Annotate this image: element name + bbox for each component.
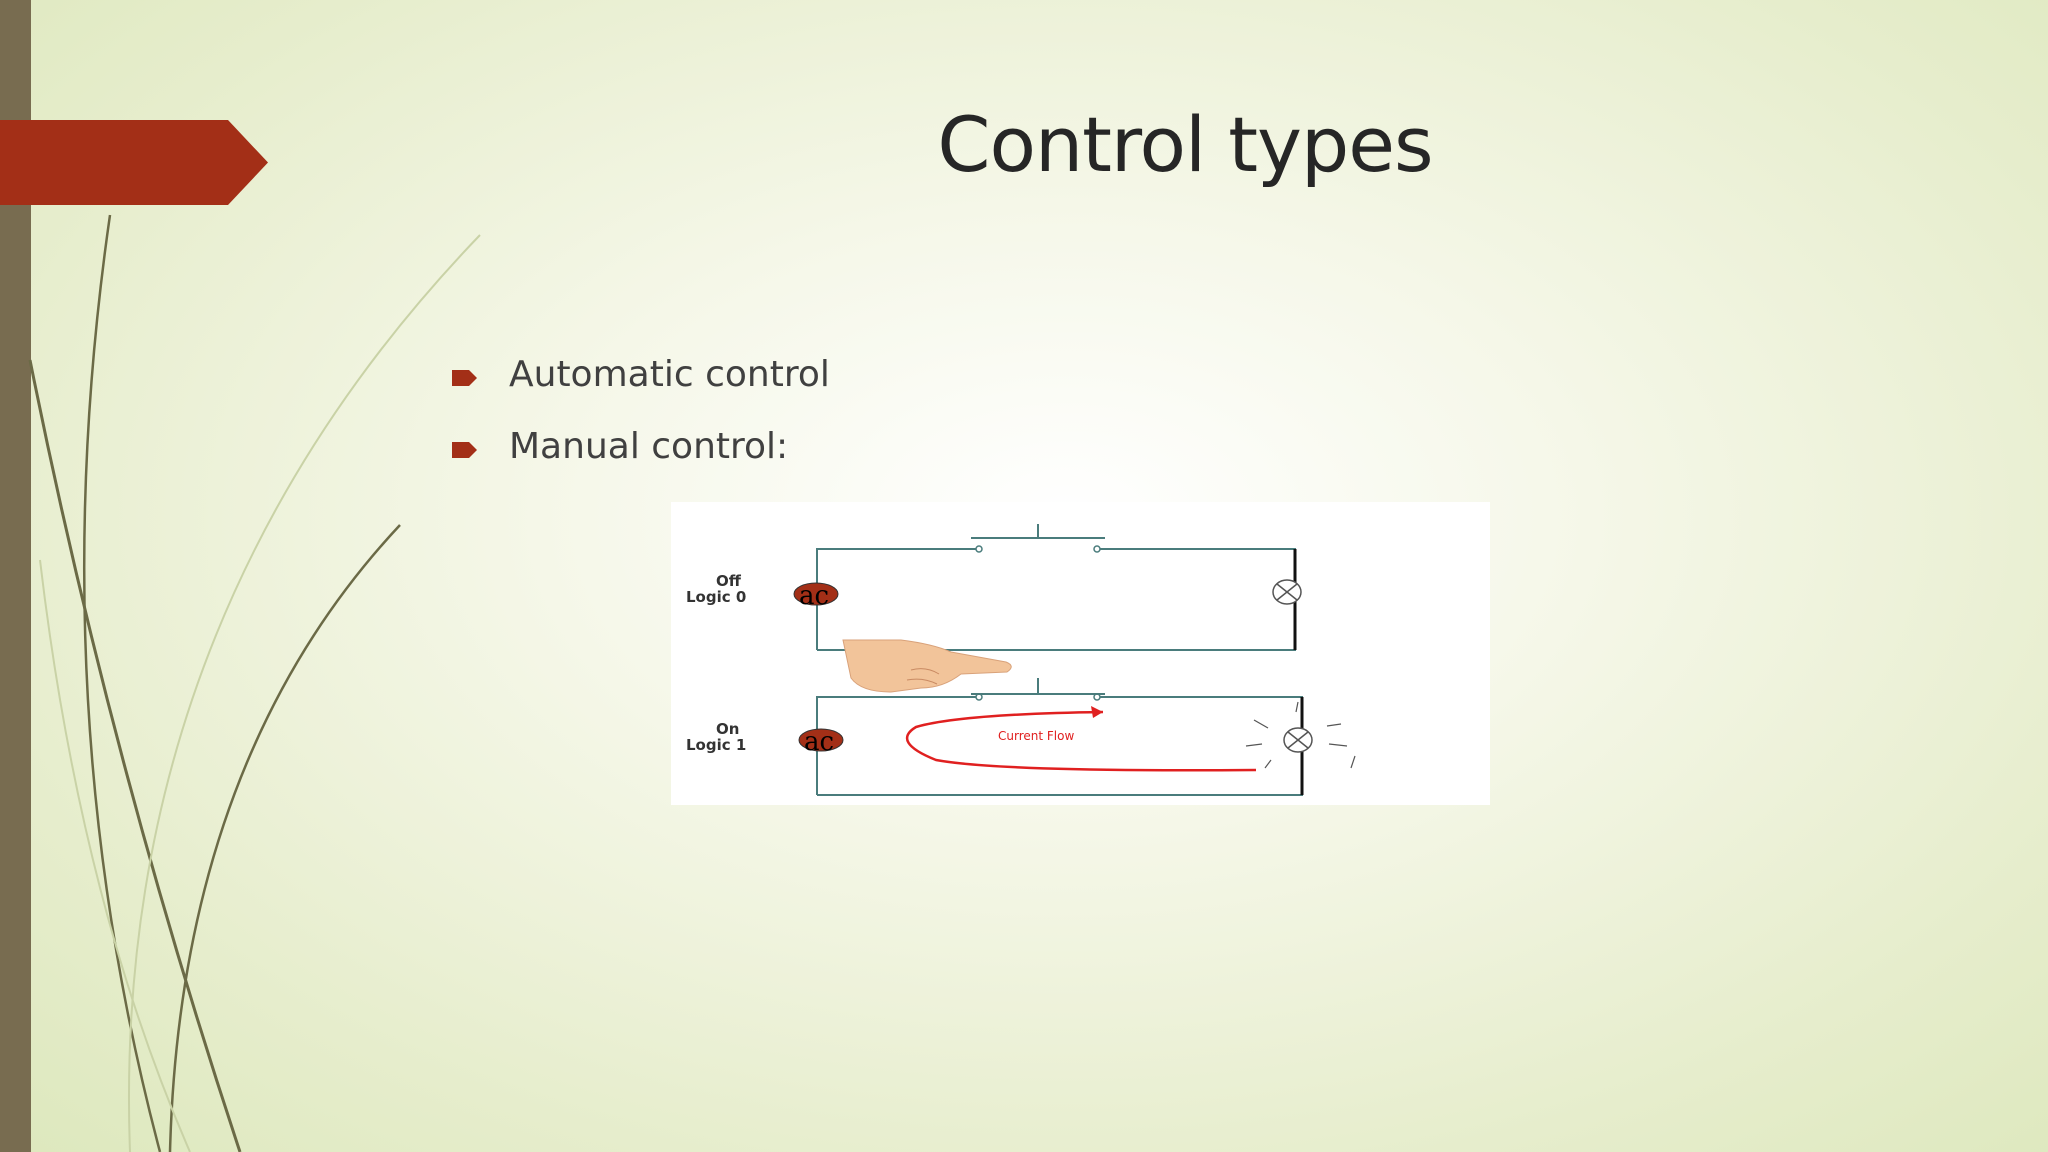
on-logic-label: Logic 1: [686, 736, 746, 754]
ac-source-off: ac: [793, 581, 839, 611]
switch-circuit-diagram: Off Logic 0 ac: [671, 502, 1490, 805]
pointing-hand-icon: [842, 639, 1012, 693]
on-state-label: On: [716, 720, 739, 738]
lamp-off-icon: [1272, 579, 1302, 605]
current-flow-label: Current Flow: [998, 729, 1074, 743]
off-circuit: Off Logic 0 ac: [686, 524, 1302, 651]
lamp-on-icon: [1245, 701, 1356, 769]
slide-title: Control types: [937, 100, 1433, 189]
bullet-text: Automatic control: [509, 354, 830, 395]
on-circuit: On Logic 1 ac Current Flow: [686, 678, 1356, 796]
current-flow-arrow: Current Flow: [905, 706, 1257, 772]
ac-source-label: ac: [799, 581, 829, 611]
decorative-grass-strokes: [28, 214, 481, 1152]
bullet-text: Manual control:: [509, 426, 789, 467]
ac-source-label: ac: [804, 727, 834, 757]
off-logic-label: Logic 0: [686, 588, 746, 606]
title-accent-arrow: [0, 120, 268, 205]
ac-source-on: ac: [798, 727, 844, 757]
off-state-label: Off: [716, 572, 742, 590]
